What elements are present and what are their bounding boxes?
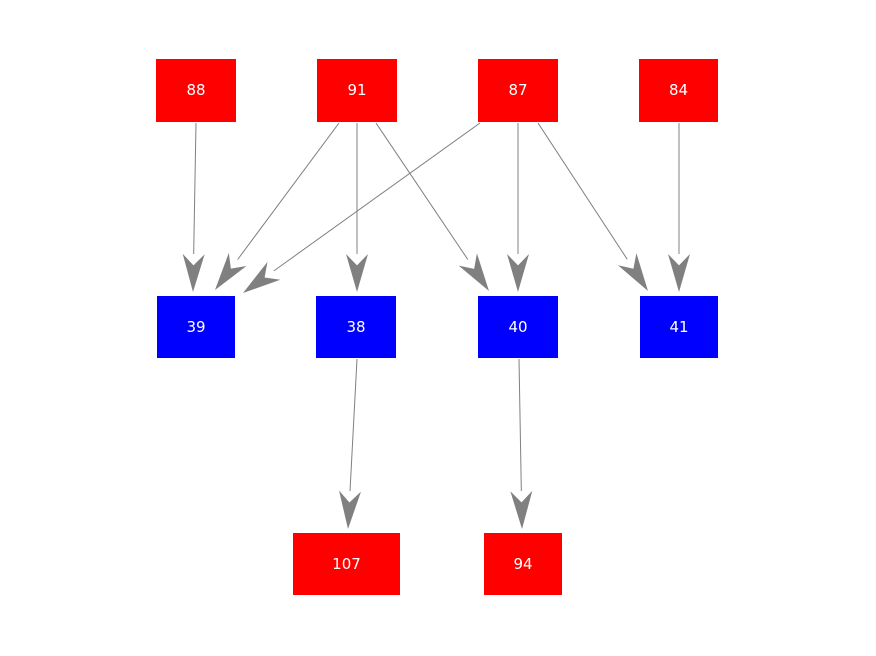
node-label: 41 [669, 317, 689, 336]
edge-arrowhead [617, 253, 648, 291]
node-label: 107 [332, 554, 361, 573]
edge [510, 358, 533, 529]
node-94[interactable]: 94 [484, 533, 562, 595]
node-91[interactable]: 91 [317, 59, 397, 122]
edge [182, 122, 205, 292]
edge-arrowhead [182, 253, 205, 292]
edge-arrowhead [510, 490, 533, 529]
edge [339, 358, 361, 529]
node-87[interactable]: 87 [478, 59, 558, 122]
node-label: 38 [346, 317, 366, 336]
edge-line [273, 122, 481, 272]
edge [375, 122, 489, 291]
edge [243, 122, 481, 293]
node-label: 88 [186, 81, 206, 99]
node-84[interactable]: 84 [639, 59, 718, 122]
edge [668, 123, 690, 292]
node-41[interactable]: 41 [640, 296, 718, 358]
node-label: 40 [508, 317, 528, 336]
node-label: 39 [186, 317, 206, 336]
node-88[interactable]: 88 [156, 59, 236, 122]
node-39[interactable]: 39 [157, 296, 235, 358]
edge-arrowhead [215, 252, 247, 290]
node-label: 87 [508, 81, 528, 99]
edge-arrowhead [668, 254, 690, 292]
edge-line [537, 122, 628, 260]
edge-line [193, 122, 197, 255]
edge-line [518, 358, 522, 492]
edge [507, 123, 529, 292]
edge-line [349, 358, 358, 492]
node-40[interactable]: 40 [478, 296, 558, 358]
edge-line [237, 122, 340, 260]
edge-arrowhead [507, 254, 529, 292]
edge-arrowhead [339, 490, 361, 529]
edge-line [375, 122, 469, 260]
edge [215, 122, 340, 290]
edge [346, 123, 368, 292]
edge-arrowhead [346, 254, 368, 292]
edge-arrowhead [243, 261, 281, 293]
node-label: 94 [513, 554, 533, 573]
edge-arrowhead [458, 253, 489, 291]
edge [537, 122, 648, 291]
node-label: 84 [668, 81, 689, 99]
node-38[interactable]: 38 [316, 296, 396, 358]
node-107[interactable]: 107 [293, 533, 400, 595]
node-label: 91 [347, 81, 367, 99]
